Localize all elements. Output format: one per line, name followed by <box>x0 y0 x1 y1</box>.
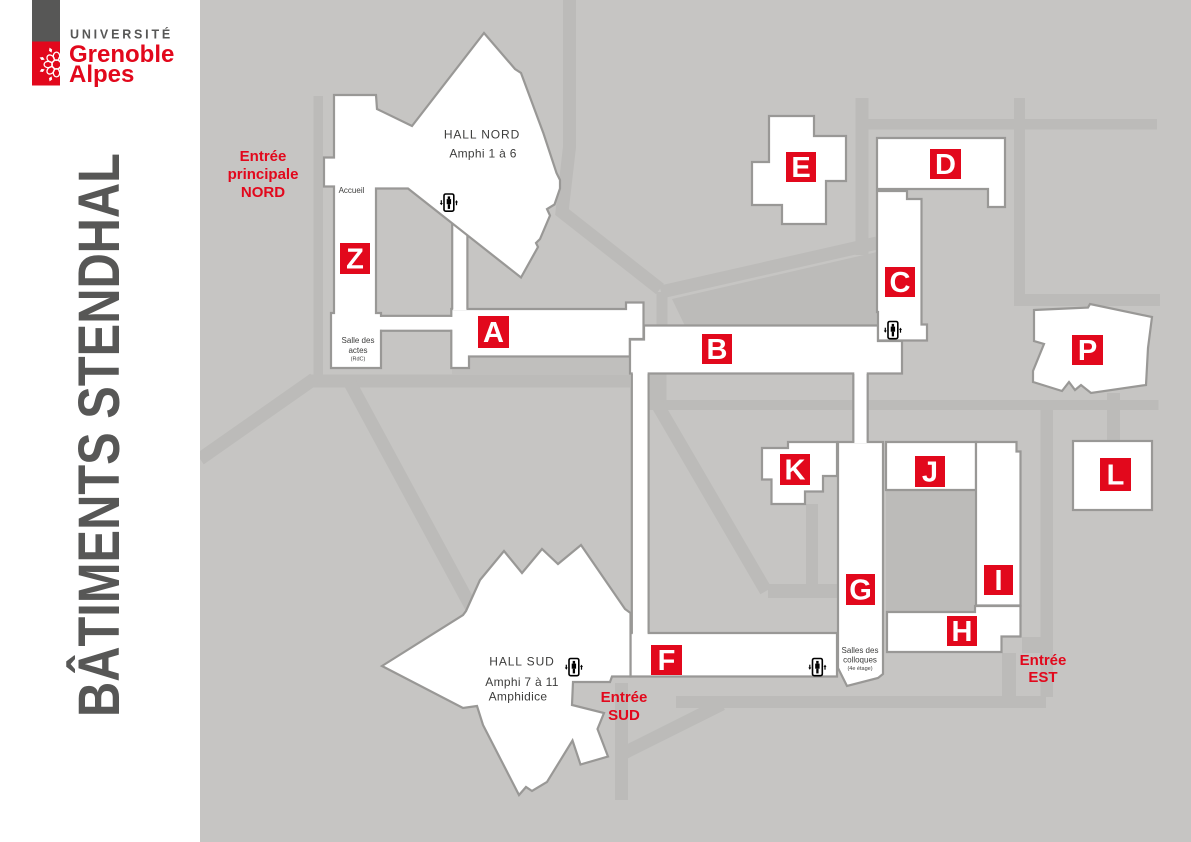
svg-text:Amphidice: Amphidice <box>489 690 548 704</box>
svg-text:A: A <box>483 317 504 349</box>
svg-text:Accueil: Accueil <box>339 186 365 195</box>
svg-text:L: L <box>1107 460 1125 492</box>
svg-text:C: C <box>890 267 911 299</box>
svg-text:Entrée: Entrée <box>601 689 648 706</box>
svg-text:EST: EST <box>1028 669 1057 686</box>
svg-text:Salle des: Salle des <box>342 336 375 345</box>
svg-text:P: P <box>1078 335 1097 367</box>
svg-text:Entrée: Entrée <box>240 148 287 165</box>
svg-text:Grenoble: Grenoble <box>69 41 174 68</box>
svg-text:G: G <box>849 575 872 607</box>
svg-text:Salles des: Salles des <box>842 646 879 655</box>
svg-text:Z: Z <box>346 244 364 276</box>
svg-text:D: D <box>935 149 956 181</box>
svg-text:K: K <box>785 455 806 487</box>
svg-text:H: H <box>952 616 973 648</box>
svg-text:actes: actes <box>348 346 367 355</box>
svg-text:NORD: NORD <box>241 184 285 201</box>
svg-text:colloques: colloques <box>843 656 877 665</box>
svg-text:Alpes: Alpes <box>69 61 134 88</box>
svg-text:principale: principale <box>228 166 299 183</box>
svg-text:J: J <box>922 457 938 489</box>
svg-text:(4e étage): (4e étage) <box>847 666 872 672</box>
svg-text:HALL NORD: HALL NORD <box>444 128 520 142</box>
svg-text:B: B <box>707 334 728 366</box>
svg-text:SUD: SUD <box>608 707 640 724</box>
svg-text:Amphi 7 à 11: Amphi 7 à 11 <box>485 675 558 689</box>
svg-text:E: E <box>791 152 810 184</box>
svg-text:I: I <box>994 565 1002 597</box>
svg-text:Amphi 1 à 6: Amphi 1 à 6 <box>449 147 516 161</box>
svg-text:F: F <box>658 645 676 677</box>
svg-text:UNIVERSITÉ: UNIVERSITÉ <box>70 27 173 42</box>
svg-text:HALL SUD: HALL SUD <box>489 655 554 669</box>
svg-text:BÂTIMENTS STENDHAL: BÂTIMENTS STENDHAL <box>67 153 132 717</box>
svg-text:Entrée: Entrée <box>1020 652 1067 669</box>
svg-text:(RdC): (RdC) <box>351 357 366 363</box>
